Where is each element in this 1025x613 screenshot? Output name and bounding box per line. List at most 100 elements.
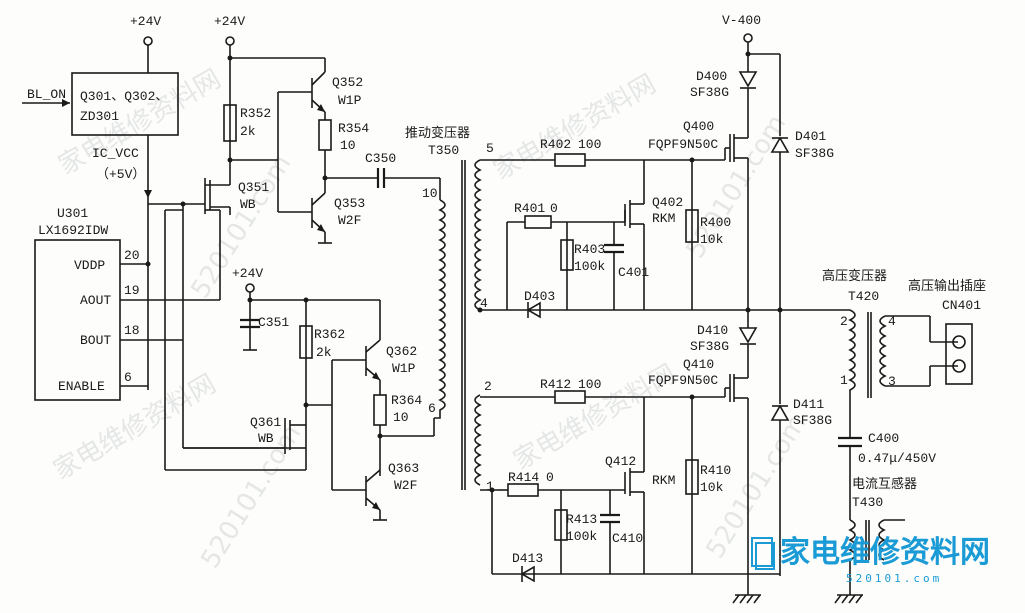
- c350-label: C350: [365, 151, 396, 166]
- c351-label: C351: [258, 315, 289, 330]
- d411-label: D411: [793, 397, 824, 412]
- r401-label: R401: [514, 201, 545, 216]
- svg-text:家电维修资料网: 家电维修资料网: [489, 69, 662, 186]
- q410-label: Q410: [683, 357, 714, 372]
- c401-label: C401: [618, 265, 649, 280]
- d400-label: D400: [696, 69, 727, 84]
- t350-pin1: 1: [486, 479, 494, 494]
- t350-ref: T350: [428, 143, 459, 158]
- d403-label: D403: [524, 289, 555, 304]
- r400-label: R400: [700, 215, 731, 230]
- q351-label: Q351: [238, 180, 269, 195]
- t350-pin2: 2: [484, 379, 492, 394]
- q363-value: W2F: [394, 478, 417, 493]
- t350-secondary-bottom: [474, 394, 482, 486]
- r402-value: 100: [578, 137, 601, 152]
- pin-num-2: 18: [124, 323, 140, 338]
- d410-value: SF38G: [690, 339, 729, 354]
- q412-value: RKM: [652, 473, 675, 488]
- r362-label: R362: [314, 327, 345, 342]
- cn401-ref: CN401: [942, 298, 981, 313]
- u301-ref: U301: [57, 206, 88, 221]
- pin-name-1: AOUT: [80, 293, 111, 308]
- t420-primary: [848, 309, 856, 398]
- c410-label: C410: [612, 531, 643, 546]
- t420-p2: 2: [840, 314, 848, 329]
- r412-value: 100: [578, 377, 601, 392]
- q410-value: FQPF9N50C: [648, 373, 718, 388]
- q361-label: Q361: [250, 415, 281, 430]
- d411-value: SF38G: [793, 413, 832, 428]
- t430-primary: [848, 519, 856, 586]
- c400-label: C400: [868, 431, 899, 446]
- t420-secondary: [879, 315, 887, 387]
- pin-num-0: 20: [124, 248, 140, 263]
- logo-text: 家电维修资料网: [780, 535, 990, 570]
- d401-value: SF38G: [795, 146, 834, 161]
- pin-num-3: 6: [124, 370, 132, 385]
- cn401-connector: [945, 323, 973, 385]
- r414-label: R414: [508, 470, 539, 485]
- r401-value: 0: [550, 201, 558, 216]
- q361-value: WB: [258, 431, 274, 446]
- bl-on-label: BL_ON: [27, 87, 66, 102]
- c400-value: 0.47μ/450V: [858, 451, 936, 466]
- ic-vcc-label: IC_VCC: [92, 146, 139, 161]
- q402-value: RKM: [652, 211, 675, 226]
- q351-value: WB: [240, 197, 256, 212]
- pin-name-2: BOUT: [80, 333, 111, 348]
- r410-label: R410: [700, 463, 731, 478]
- ct-title: 电流互感器: [852, 476, 917, 491]
- q412-label: Q412: [605, 454, 636, 469]
- plus24-b-label: +24V: [214, 14, 245, 29]
- r400-value: 10k: [700, 232, 724, 247]
- u301-part: LX1692IDW: [38, 223, 108, 238]
- q363-label: Q363: [388, 461, 419, 476]
- pin-name-0: VDDP: [74, 258, 105, 273]
- q362-label: Q362: [386, 344, 417, 359]
- q352-label: Q352: [332, 75, 363, 90]
- t420-s3: 3: [888, 374, 896, 389]
- q301-label: Q301、Q302、: [80, 89, 168, 104]
- u301-ic: [34, 239, 121, 401]
- r364-label: R364: [391, 393, 422, 408]
- t350-pin5: 5: [486, 141, 494, 156]
- r403-value: 100k: [574, 259, 605, 274]
- zd301-label: ZD301: [80, 109, 119, 124]
- q362-value: W1P: [392, 361, 416, 376]
- q353-value: W2F: [338, 213, 361, 228]
- q301-block: [71, 72, 179, 136]
- r362-value: 2k: [316, 345, 332, 360]
- t350-pin10: 10: [422, 186, 438, 201]
- pin-num-1: 19: [124, 283, 140, 298]
- r364-value: 10: [393, 410, 409, 425]
- t350-title: 推动变压器: [405, 125, 470, 140]
- r413-value: 100k: [566, 529, 597, 544]
- r352-value: 2k: [240, 124, 256, 139]
- r402-label: R402: [540, 137, 571, 152]
- t350-secondary-top: [474, 159, 482, 311]
- r414-value: 0: [546, 470, 554, 485]
- q402-label: Q402: [652, 195, 683, 210]
- pin-name-3: ENABLE: [58, 379, 105, 394]
- logo-url: 520101.com: [846, 572, 942, 585]
- t420-ref: T420: [848, 289, 879, 304]
- r410-value: 10k: [700, 480, 724, 495]
- t350-pin4: 4: [480, 296, 488, 311]
- r412-label: R412: [540, 377, 571, 392]
- site-logo: 家电维修资料网 520101.com: [751, 535, 990, 585]
- t430-ref: T430: [852, 495, 883, 510]
- hv-title: 高压变压器: [822, 268, 887, 283]
- r413-label: R413: [566, 512, 597, 527]
- r403-label: R403: [574, 242, 605, 257]
- d401-label: D401: [795, 129, 826, 144]
- plus5-label: （+5V）: [96, 167, 145, 182]
- r352-label: R352: [240, 106, 271, 121]
- plus24-a-label: +24V: [130, 14, 161, 29]
- d410-label: D410: [697, 323, 728, 338]
- r354-label: R354: [338, 121, 369, 136]
- plus24-c-label: +24V: [232, 266, 263, 281]
- t420-s4: 4: [888, 314, 896, 329]
- q353-label: Q353: [334, 196, 365, 211]
